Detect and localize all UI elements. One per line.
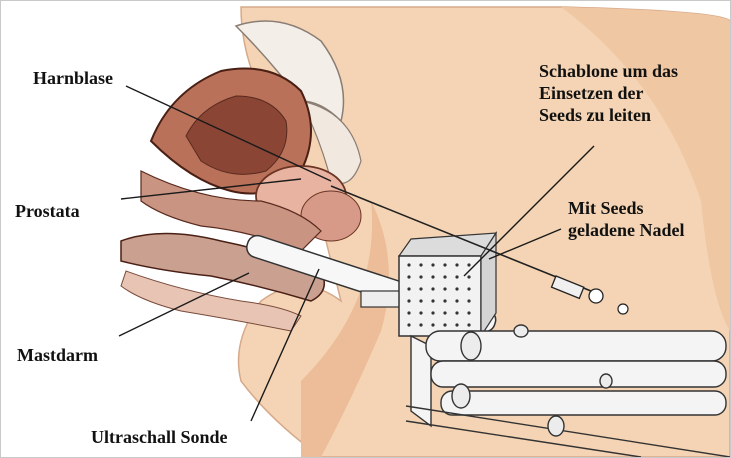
label-probe: Ultraschall Sonde <box>91 426 228 448</box>
label-template-line-2: Einsetzen der <box>539 82 678 104</box>
template-grid <box>399 233 496 336</box>
label-template-line-3: Seeds zu leiten <box>539 104 678 126</box>
label-template: Schablone um das Einsetzen der Seeds zu … <box>539 60 678 126</box>
label-needle-line-1: Mit Seeds <box>568 197 685 219</box>
label-prostate: Prostata <box>15 200 80 222</box>
label-needle-line-2: geladene Nadel <box>568 219 685 241</box>
label-bladder: Harnblase <box>33 67 113 89</box>
label-template-line-1: Schablone um das <box>539 60 678 82</box>
label-rectum: Mastdarm <box>17 344 98 366</box>
label-needle: Mit Seeds geladene Nadel <box>568 197 685 241</box>
